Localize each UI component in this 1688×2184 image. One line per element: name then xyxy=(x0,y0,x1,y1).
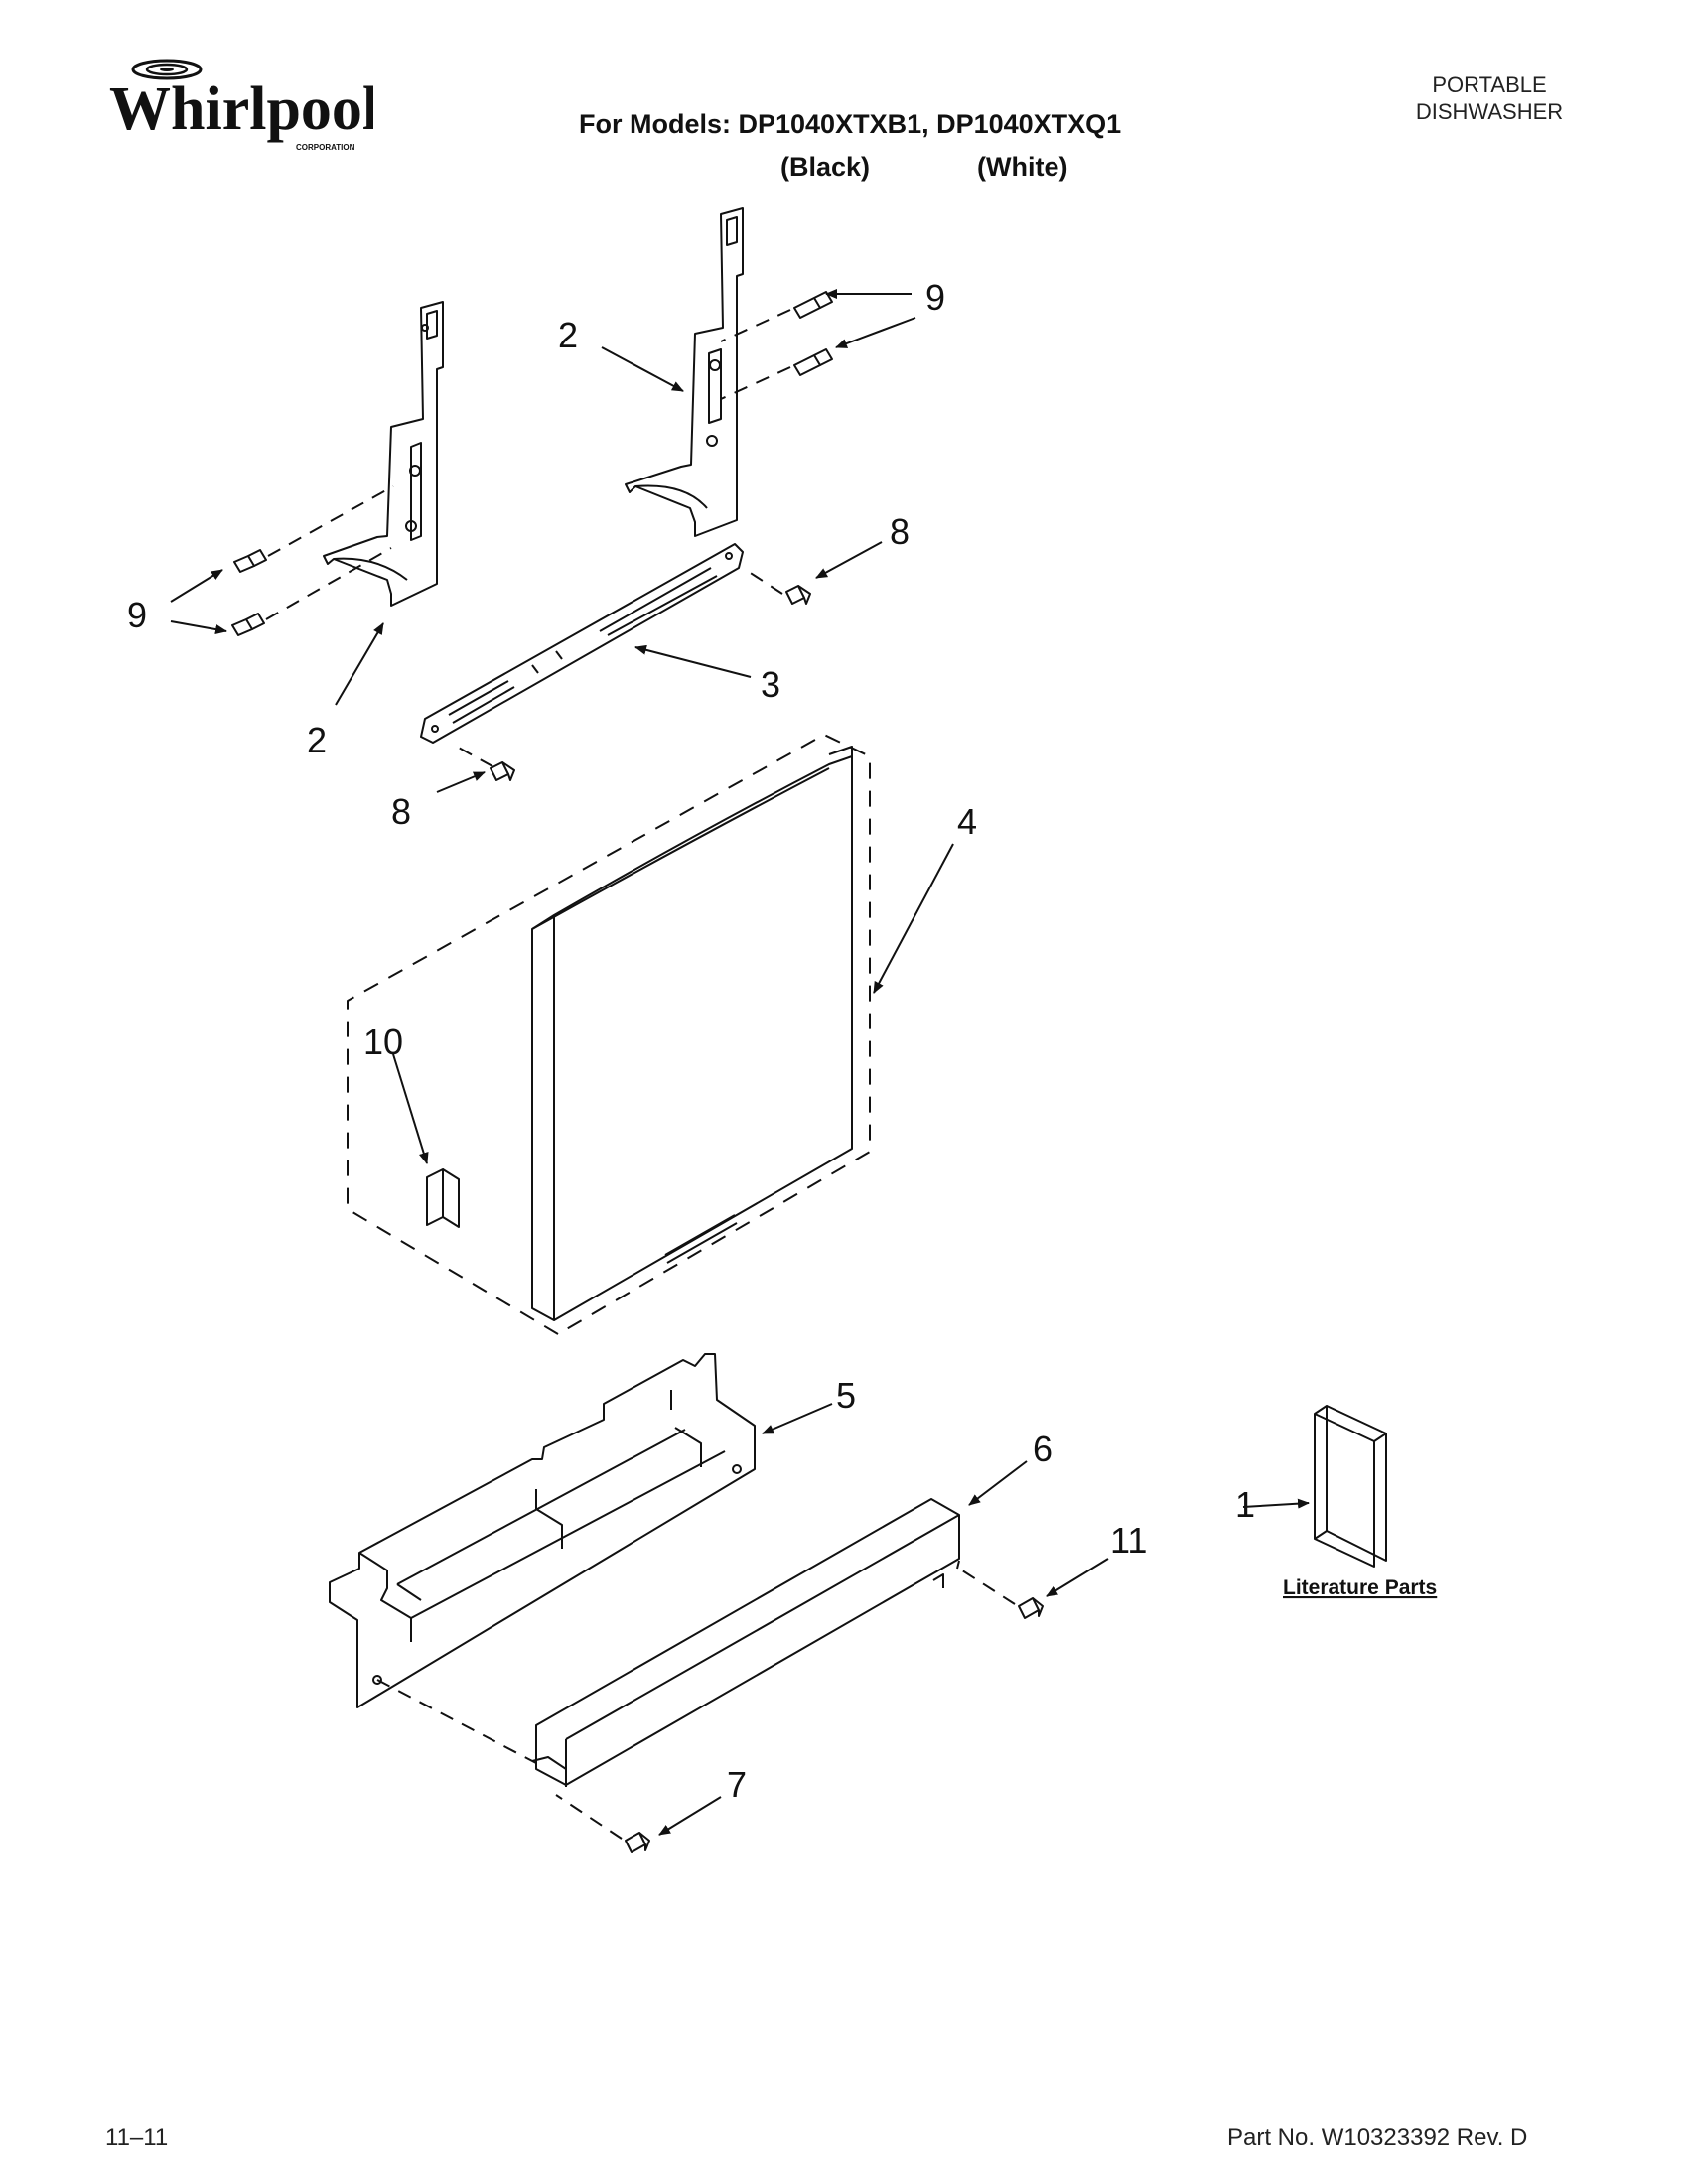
leader-arrows xyxy=(170,289,1310,1836)
callout-7: 7 xyxy=(727,1764,747,1805)
callout-2-lower: 2 xyxy=(307,720,327,760)
whirlpool-logo: Whirlpool CORPORATION xyxy=(109,59,373,152)
callout-10: 10 xyxy=(363,1022,403,1062)
toe-panel-bracket xyxy=(329,1353,756,1708)
models-title: For Models: DP1040XTXB1, DP1040XTXQ1 xyxy=(579,109,1122,139)
screw-9-lower-right xyxy=(793,348,833,376)
callout-9-right: 9 xyxy=(925,277,945,318)
door-panel xyxy=(531,746,853,1321)
hinge-bracket-left xyxy=(323,301,444,607)
assembly-lines xyxy=(265,309,1016,1840)
toe-panel xyxy=(531,1498,960,1787)
logo-subtext: CORPORATION xyxy=(296,143,355,152)
screw-8-left xyxy=(490,761,515,781)
logo-wordmark: Whirlpool xyxy=(109,75,373,143)
footer-part-number: Part No. W10323392 Rev. D xyxy=(1227,2124,1528,2151)
screw-9-lower-left xyxy=(231,613,265,636)
product-type-line2: DISHWASHER xyxy=(1415,99,1564,124)
screw-8-right xyxy=(785,585,811,605)
screw-7 xyxy=(625,1832,650,1853)
screw-11 xyxy=(1018,1597,1044,1619)
callout-8-left: 8 xyxy=(391,791,411,832)
callout-4: 4 xyxy=(957,801,977,842)
callout-1: 1 xyxy=(1235,1484,1255,1525)
product-type: PORTABLE DISHWASHER xyxy=(1390,71,1589,125)
model-color-black: (Black) xyxy=(780,152,871,182)
hinge-bracket-right xyxy=(625,207,744,537)
literature-parts-label: Literature Parts xyxy=(1283,1576,1437,1599)
support-rail xyxy=(420,543,744,744)
footer-date: 11–11 xyxy=(105,2124,169,2151)
screw-9-upper-right xyxy=(793,291,833,319)
product-type-line1: PORTABLE xyxy=(1432,72,1547,97)
screw-9-upper-left xyxy=(233,549,267,573)
callout-5: 5 xyxy=(836,1375,856,1416)
callout-11: 11 xyxy=(1110,1520,1147,1561)
callout-3: 3 xyxy=(761,664,780,705)
door-assembly-outline xyxy=(347,734,871,1335)
callout-6: 6 xyxy=(1033,1429,1053,1469)
door-label-sticker xyxy=(426,1168,460,1228)
literature-booklet xyxy=(1314,1405,1387,1568)
callout-9-left: 9 xyxy=(127,595,147,635)
model-color-white: (White) xyxy=(977,152,1068,182)
callout-2-upper: 2 xyxy=(558,315,578,355)
callout-8-right: 8 xyxy=(890,511,910,552)
